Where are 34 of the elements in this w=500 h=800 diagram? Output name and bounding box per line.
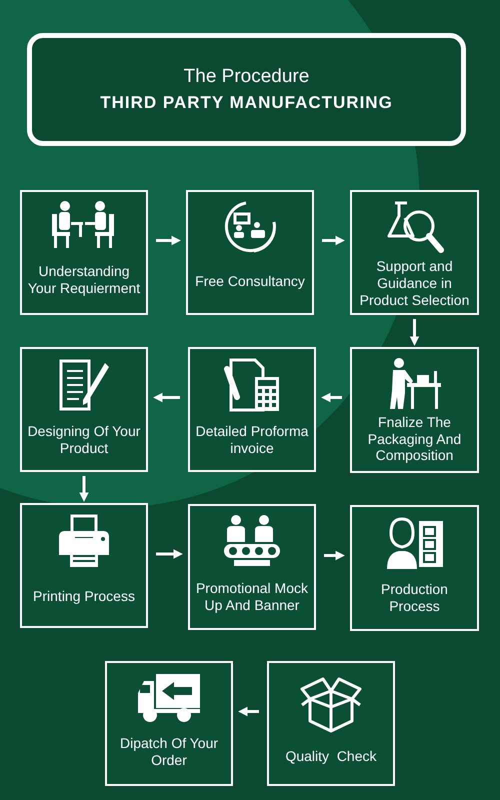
step-label: Printing Process: [32, 588, 136, 606]
title-text: The Procedure: [184, 66, 310, 88]
step-box: [20, 347, 148, 472]
step-label: Dipatch Of Your Order: [118, 734, 220, 770]
arrow: [410, 319, 420, 346]
step-box: [20, 503, 148, 628]
title-box: [27, 33, 466, 146]
arrow: [322, 236, 345, 246]
step-box: [350, 190, 479, 315]
arrow: [156, 236, 181, 246]
step-label: Understanding Your Requierment: [26, 262, 142, 298]
step-box: [186, 190, 314, 315]
arrow: [79, 476, 89, 502]
arrow: [153, 392, 180, 402]
step-box: [267, 661, 395, 786]
step-box: [105, 661, 233, 786]
step-label: Promotional Mock Up And Banner: [194, 580, 310, 615]
step-label: Detailed Proforma invoice: [194, 422, 310, 458]
subtitle-text: THIRD PARTY MANUFACTURING: [100, 93, 393, 113]
arrow: [156, 549, 183, 559]
step-label: Quality Check: [284, 748, 378, 766]
step-box: [188, 504, 316, 630]
arrow: [238, 706, 259, 716]
step-label: Production Process: [380, 581, 449, 616]
step-box: [188, 347, 316, 472]
step-label: Designing Of Your Product: [26, 422, 142, 458]
step-box: [20, 190, 148, 315]
step-box: [350, 505, 479, 631]
arrow: [321, 392, 342, 402]
arrow: [324, 550, 345, 560]
step-label: Support and Guidance in Product Selection: [358, 258, 470, 310]
step-label: Fnalize The Packaging And Composition: [366, 414, 462, 466]
step-label: Free Consultancy: [194, 273, 306, 292]
step-box: [350, 347, 479, 473]
